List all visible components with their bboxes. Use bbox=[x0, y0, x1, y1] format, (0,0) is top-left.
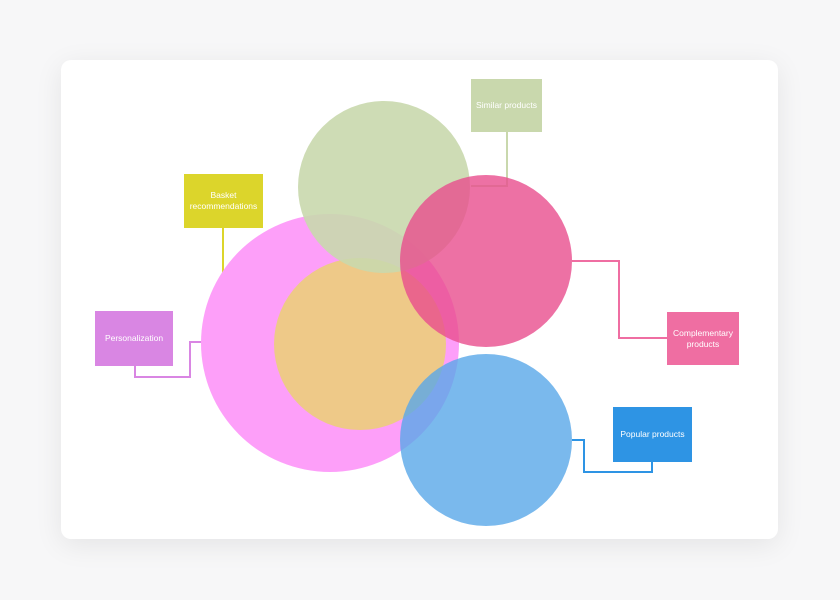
label-personalization-text: Personalization bbox=[104, 333, 164, 343]
connector-popular bbox=[572, 439, 653, 473]
label-complementary-products[interactable]: Complementary products bbox=[667, 312, 739, 365]
label-popular-products[interactable]: Popular products bbox=[613, 407, 692, 462]
circle-popular bbox=[400, 354, 572, 526]
label-personalization[interactable]: Personalization bbox=[95, 311, 173, 366]
label-similar-text: Similar products bbox=[476, 100, 537, 110]
label-similar-products[interactable]: Similar products bbox=[471, 79, 542, 132]
connector-personalization bbox=[134, 341, 202, 378]
label-popular-text: Popular products bbox=[620, 429, 685, 439]
label-complementary-text: Complementary products bbox=[673, 327, 733, 349]
circle-complementary bbox=[400, 175, 572, 347]
label-basket-text: Basket recommendations bbox=[189, 190, 258, 211]
circle-basket bbox=[274, 258, 446, 430]
label-basket-recommendations[interactable]: Basket recommendations bbox=[184, 174, 263, 228]
connector-complementary bbox=[572, 260, 667, 339]
